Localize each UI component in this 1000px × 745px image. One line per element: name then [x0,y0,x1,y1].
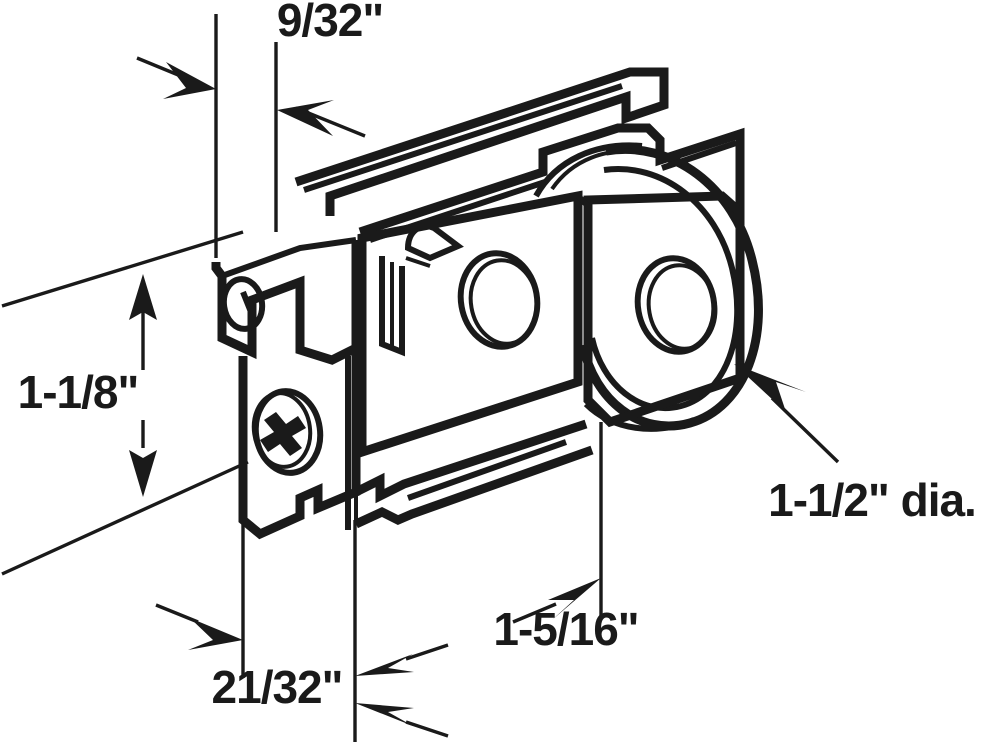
mounting-bracket [211,237,361,540]
housing-upper-boss [404,223,464,268]
arrowhead-height-down [129,450,157,497]
dimension-label-1-5-16: 1-5/16" [493,603,638,655]
dimension-arrows-body-right [355,643,449,738]
screw-lower-head-inner [251,391,313,469]
dimension-labels: 9/32" 1-1/8" 1-1/2" dia. 1-5/16" 21/32" [18,0,977,713]
axle-hole-right-inner [646,263,718,351]
arrow-shaft-body-right-upper [405,643,449,661]
dimension-arrows-21-32 [155,603,243,650]
screw-lower [251,388,324,476]
arrowhead-9-32-left [163,62,216,99]
screw-upper [220,276,266,332]
screw-upper-slot [240,290,254,314]
bracket-upper-top-edge [220,237,357,279]
dimension-label-9-32: 9/32" [277,0,383,46]
screw-lower-phillips-cross [260,412,306,456]
housing-face-seam [575,193,591,209]
boss-base-line [405,256,431,268]
housing-back-top-flange [294,67,669,216]
dimension-arrows-1-1-2-dia [734,364,840,464]
dimension-label-21-32: 21/32" [212,661,343,713]
housing-channel [379,256,405,357]
arrow-shaft-21-32 [155,603,199,624]
arrow-shaft-1-5-16 [512,602,557,624]
housing-body [357,190,745,459]
housing-base-ledge [353,419,594,529]
housing-left-face [357,190,583,459]
base-ledge-edge-line [406,439,568,501]
back-flange-edge-line [303,83,623,193]
axle-hole-left-inner [468,258,540,346]
arrowhead-height-up [129,274,157,320]
arrowhead-1-5-16 [548,578,601,620]
extension-lines [1,14,603,742]
screw-upper-head [220,276,266,332]
arrowhead-body-right-upper [355,654,414,676]
leader-height-top [1,230,244,308]
base-ledge-bottom [354,445,594,529]
arrowhead-21-32 [188,618,243,650]
wheel-inner-rim [589,166,741,411]
axle-hole-right-outer [634,255,718,355]
axle-holes [457,250,718,355]
dimension-arrows-9-32 [136,56,366,138]
roller-assembly-drawing [211,67,763,540]
boss-shape [404,223,464,262]
dimension-label-1-1-8: 1-1/8" [18,366,139,418]
front-flange-outline [358,123,745,237]
dimension-arrows-1-1-8 [129,274,157,497]
arrowhead-dia [734,364,806,412]
axle-hole-left-outer [457,250,541,350]
dimension-arrows-1-5-16 [512,578,601,624]
bracket-lower-profile [238,348,361,540]
arrowhead-9-32-right [277,100,334,136]
housing-right-face [583,191,745,428]
leader-height-bottom [1,460,249,576]
arrow-shaft-body-right-lower [405,720,449,738]
dimension-label-1-1-2-dia: 1-1/2" dia. [768,474,976,526]
arrowhead-body-right-lower [355,703,414,726]
front-flange-right-edge [661,140,737,171]
back-flange-lower-edge [329,94,627,199]
wheel-crown-arc-inner [550,149,645,191]
bracket-upper-profile [211,240,361,365]
base-ledge-top [353,419,588,504]
